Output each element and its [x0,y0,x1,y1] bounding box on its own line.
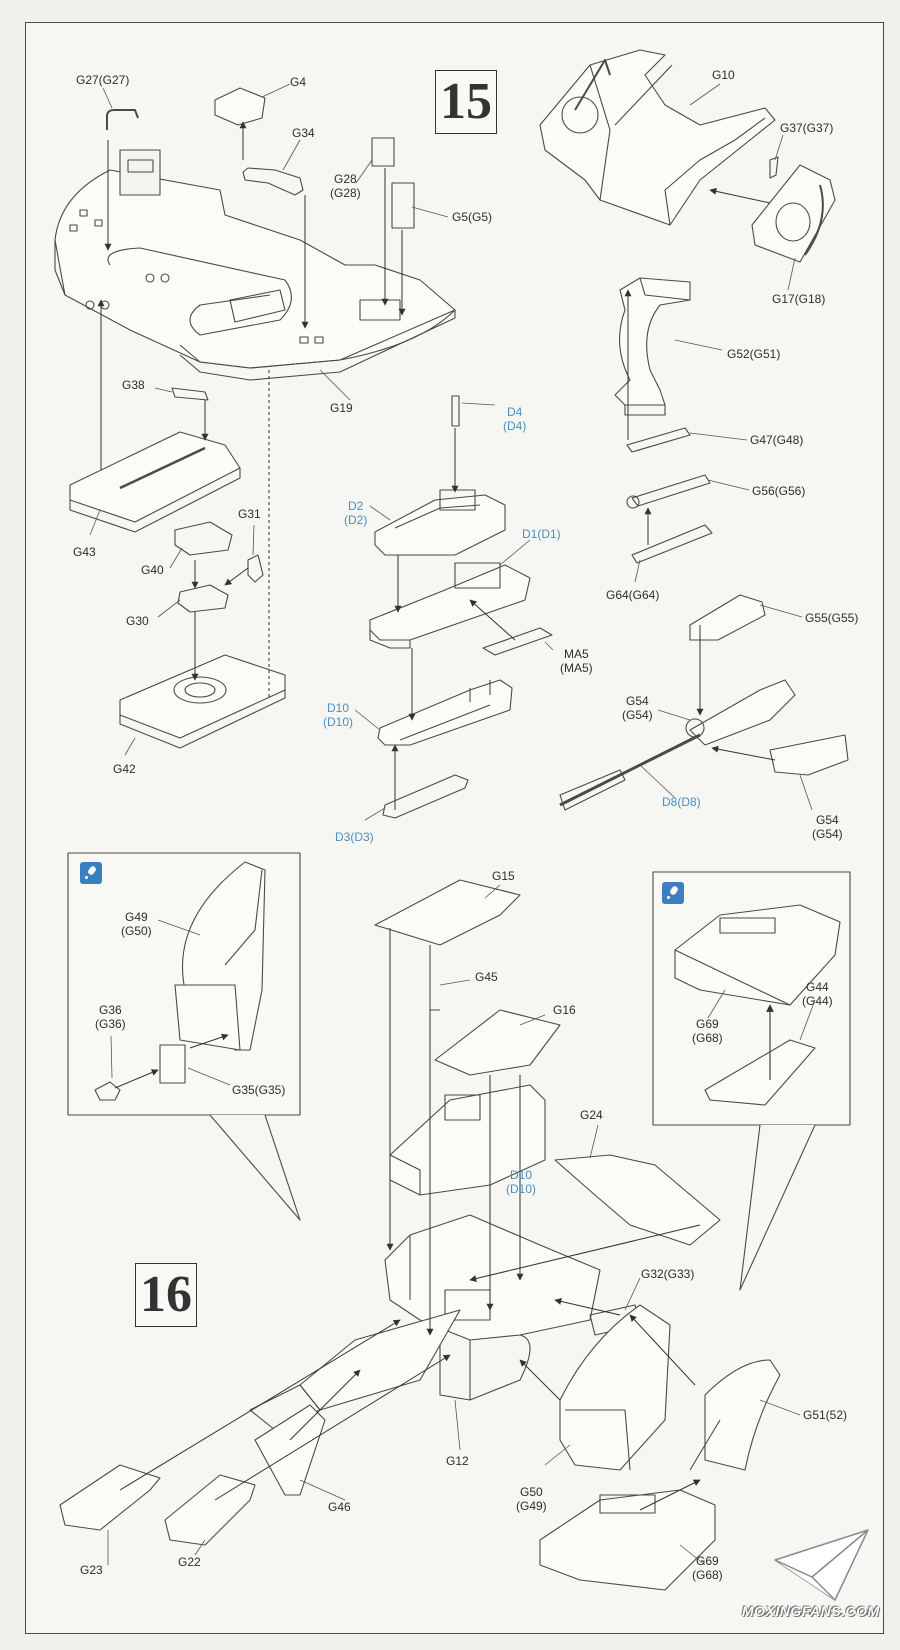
part-label: G52(G51) [727,347,781,361]
part-label: G37(G37) [780,121,834,135]
part-g44-inset [704,1039,816,1106]
paint-icon [662,882,684,904]
part-label: G36 (G36) [95,1003,126,1031]
part-label: G5(G5) [452,210,493,224]
part-g28 [371,137,395,167]
part-g22 [164,1474,256,1546]
part-label: G17(G18) [772,292,826,306]
part-g17 [751,164,836,263]
part-label: G56(G56) [752,484,806,498]
part-label: G16 [553,1003,576,1017]
part-g34 [242,167,304,196]
part-g35-inset [159,1044,186,1084]
part-label: G24 [580,1108,603,1122]
part-label: G12 [446,1454,469,1468]
part-g31 [247,554,264,583]
part-g56 [631,474,711,507]
part-label: G38 [122,378,145,392]
part-label: G54 (G54) [622,694,653,722]
part-g43 [69,431,241,533]
part-d8-gun [559,679,796,811]
part-ma5 [482,627,553,656]
part-g5 [391,182,415,229]
part-label: G55(G55) [805,611,859,625]
part-label: D1(D1) [522,527,561,541]
part-g10 [539,49,776,226]
part-g50 [559,1304,671,1471]
part-d2 [374,489,506,556]
part-d1 [369,562,531,649]
part-d4 [451,395,460,427]
part-g45 [429,945,440,1011]
part-label: D10 (D10) [323,701,354,729]
part-g49-inset [174,861,266,1051]
part-label: G23 [80,1563,103,1577]
paint-icon [80,862,102,884]
part-label: MA5 (MA5) [560,647,593,675]
part-label: G45 [475,970,498,984]
part-g19 [54,149,456,381]
part-label: G50 (G49) [516,1485,547,1513]
part-label: G51(52) [803,1408,848,1422]
step-15-number: 15 [435,70,497,134]
part-label: D3(D3) [335,830,374,844]
step-16-number: 16 [135,1263,197,1327]
part-g64 [631,524,713,564]
part-g16 [434,1009,561,1076]
part-d3 [382,774,469,819]
part-label: G15 [492,869,515,883]
part-g52 [614,277,691,416]
part-g27 [106,109,139,130]
part-g54 [769,734,849,776]
part-label: G28 (G28) [330,172,361,200]
part-label: D4 (D4) [503,405,527,433]
part-g38 [171,387,209,401]
part-g55 [689,594,766,641]
part-g69-inset [674,904,841,1006]
part-label: G43 [73,545,96,559]
part-label: G34 [292,126,315,140]
part-g36-inset [94,1081,121,1101]
part-g24 [554,1154,721,1246]
part-g30 [177,584,229,613]
paper-plane-logo [774,1529,869,1601]
part-g15 [374,879,521,946]
part-label: D10 (D10) [506,1168,537,1196]
part-label: D8(D8) [662,795,701,809]
part-g40 [174,521,233,556]
part-label: G30 [126,614,149,628]
part-label: G32(G33) [641,1267,695,1281]
part-g56-knob [626,495,640,509]
part-label: G46 [328,1500,351,1514]
part-label: G31 [238,507,261,521]
part-label: G19 [330,401,353,415]
part-g51 [689,1359,781,1471]
part-g47 [626,427,691,453]
part-label: G69 (G68) [692,1017,723,1045]
part-g46 [254,1404,326,1496]
part-label: G49 (G50) [121,910,152,938]
part-g37 [769,156,779,179]
part-g42 [119,654,286,749]
part-label: G22 [178,1555,201,1569]
part-d10-step15 [377,679,513,746]
part-label: G54 (G54) [812,813,843,841]
part-label: G47(G48) [750,433,804,447]
watermark: MOXINGFANS.COM [742,1603,880,1619]
part-label: G10 [712,68,735,82]
part-label: D2 (D2) [344,499,368,527]
part-label: G27(G27) [76,73,130,87]
part-label: G40 [141,563,164,577]
part-label: G42 [113,762,136,776]
part-label: G69 (G68) [692,1554,723,1582]
part-g4 [214,87,266,126]
part-label: G4 [290,75,307,89]
part-d10-step16 [389,1084,546,1196]
part-label: G35(G35) [232,1083,286,1097]
part-g69 [539,1489,716,1591]
part-g12-assembly [249,1214,601,1431]
part-label: G64(G64) [606,588,660,602]
part-label: G44 (G44) [802,980,833,1008]
